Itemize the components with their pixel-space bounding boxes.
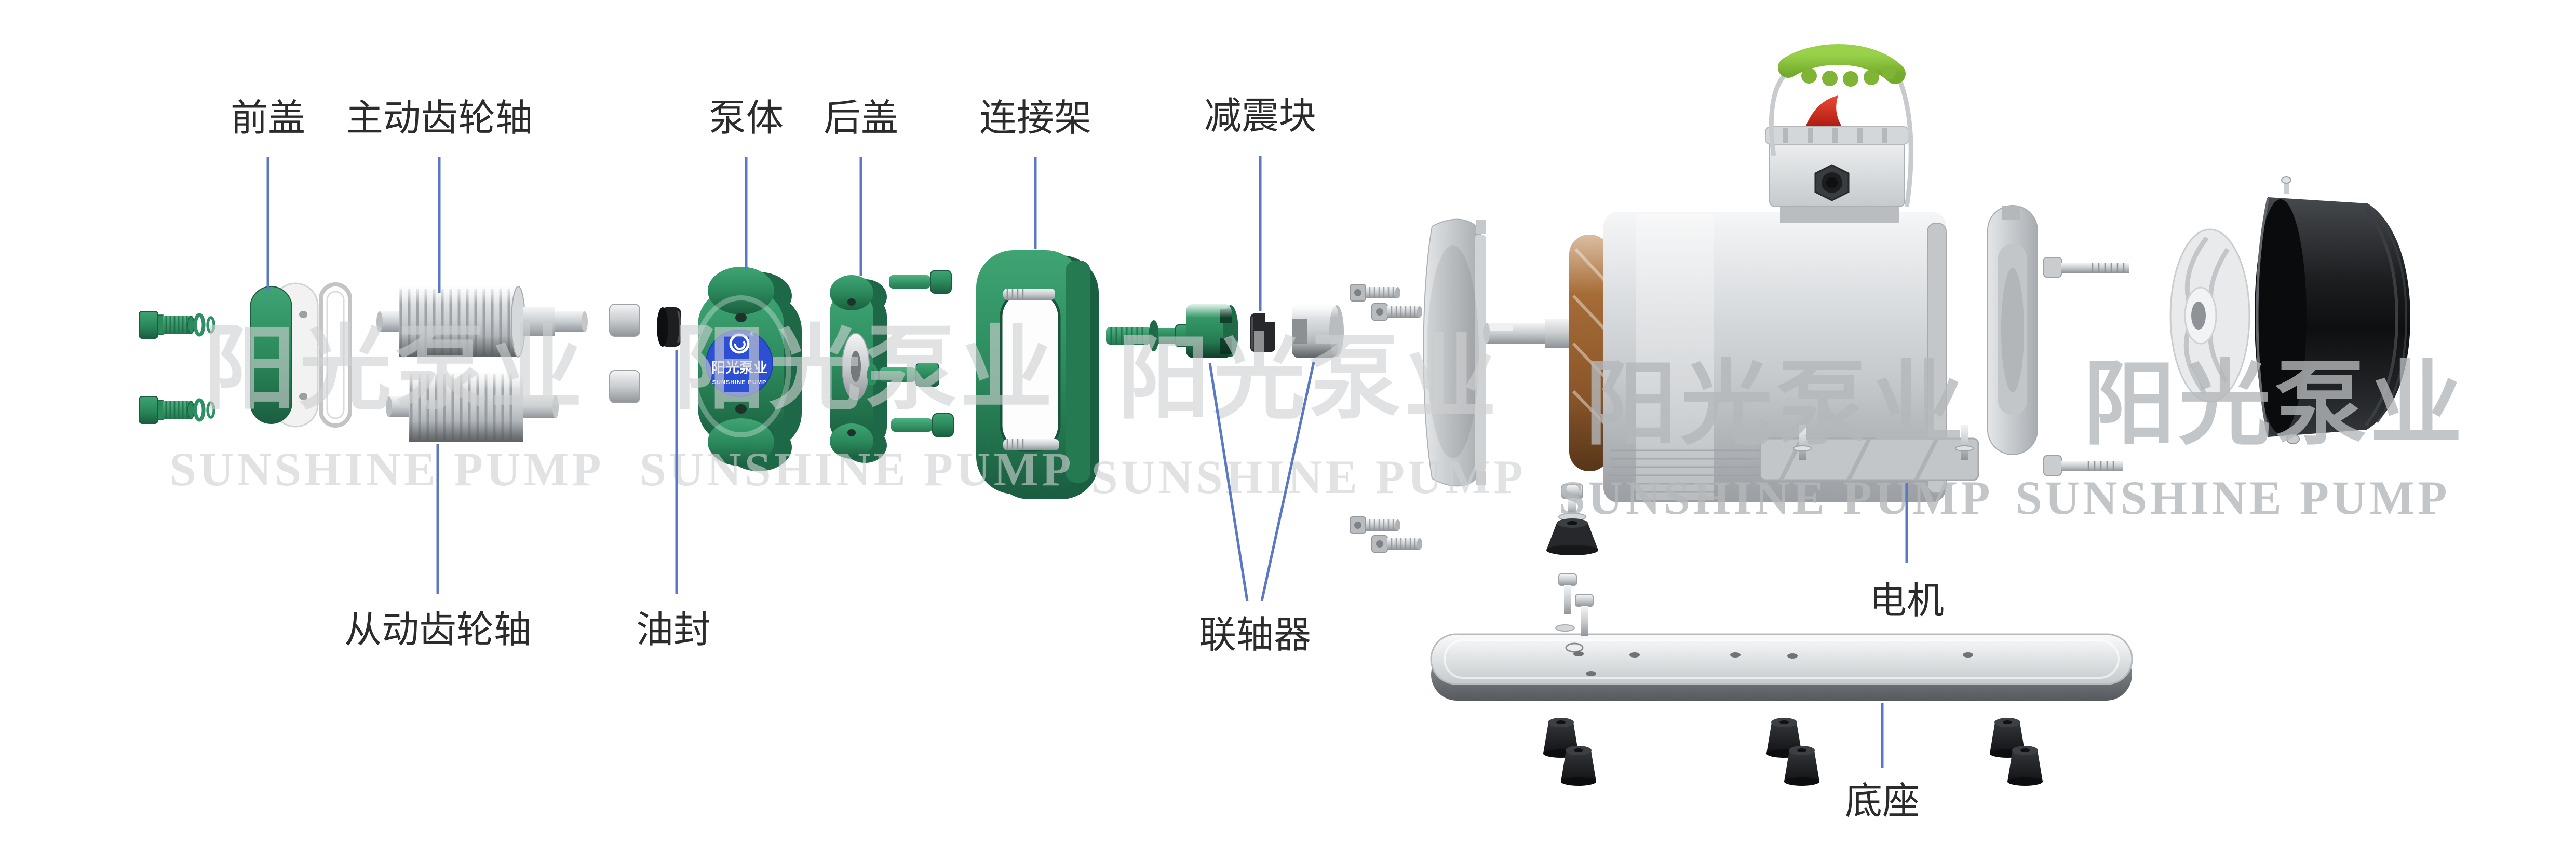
watermark-en-4: SUNSHINE PUMP [1558,471,1993,524]
badge-cn-text: 阳光泵业 [711,360,767,376]
watermark-cn-3: 阳光泵业 [1117,326,1500,430]
label-oil-seal: 油封 [636,609,711,651]
watermark-cn-2: 阳光泵业 [673,317,1056,420]
watermark-cn-5: 阳光泵业 [2083,352,2465,456]
gasket-part [319,282,352,428]
leader-lines [266,156,1908,768]
label-front-cover: 前盖 [231,98,305,139]
label-rear-cover: 后盖 [824,98,898,139]
driving-gear-shaft-part [376,286,588,358]
brand-logo-icon [729,333,750,354]
badge-registered-mark: ® [749,332,754,338]
label-damper-block: 减震块 [1204,95,1316,137]
watermark-en-2: SUNSHINE PUMP [639,443,1074,496]
motor-winding-part [1569,235,1610,471]
rubber-feet [1543,718,2043,786]
watermark-en-3: SUNSHINE PUMP [1091,450,1526,503]
leader-coupling-left [1208,363,1249,601]
driven-gear-shaft-part [386,372,559,442]
base-plate-part [1430,633,2133,701]
terminal-box [1765,126,1909,223]
brand-badge: ® 阳光泵业 SUNSHINE PUMP [706,330,773,397]
badge-en-text: SUNSHINE PUMP [712,379,767,386]
label-motor: 电机 [1869,580,1944,622]
watermark-cn-1: 阳光泵业 [204,317,586,420]
label-driving-gear-shaft: 主动齿轮轴 [346,98,533,139]
motor-body-part [1603,44,1979,502]
pump-body-part: ® 阳光泵业 SUNSHINE PUMP [691,267,802,471]
motor-mount-stack [1546,484,1598,636]
front-cover-part [250,282,319,428]
watermarks: 阳光泵业 SUNSHINE PUMP 阳光泵业 SUNSHINE PUMP 阳光… [169,317,2465,524]
bearing-bush-parts [609,304,640,403]
rear-cover-screws [869,270,954,437]
fan-part [2169,228,2250,403]
label-coupling: 联轴器 [1199,614,1311,656]
connecting-frame-part [976,250,1099,499]
watermark-en-5: SUNSHINE PUMP [2015,471,2450,524]
damper-block-part [1250,313,1275,352]
label-driven-gear-shaft: 从动齿轮轴 [344,609,531,651]
rear-flange-part [1987,205,2038,455]
fan-cover-part [2255,176,2410,444]
label-base: 底座 [1845,781,1920,822]
part-labels: 前盖 主动齿轮轴 泵体 后盖 连接架 减震块 从动齿轮轴 油封 联轴器 电机 底… [231,95,1944,822]
motor-end-bell-part [1423,218,1486,487]
fan-cover-bolts [2043,257,2129,476]
oil-seal-part [657,307,681,347]
label-connecting-frame: 连接架 [979,98,1091,139]
carry-handle [1769,44,1913,207]
red-lever [1806,95,1841,126]
coupling-green-half [1186,304,1238,358]
leader-coupling-right [1260,362,1315,601]
watermark-cn-4: 阳光泵业 [1585,352,1967,456]
cable-gland-icon [1814,164,1850,201]
front-cover-bolts [138,310,214,425]
coupling-silver-half [1292,304,1344,358]
label-pump-body: 泵体 [709,98,784,139]
watermark-en-1: SUNSHINE PUMP [169,443,604,496]
rear-cover-part [830,275,887,463]
